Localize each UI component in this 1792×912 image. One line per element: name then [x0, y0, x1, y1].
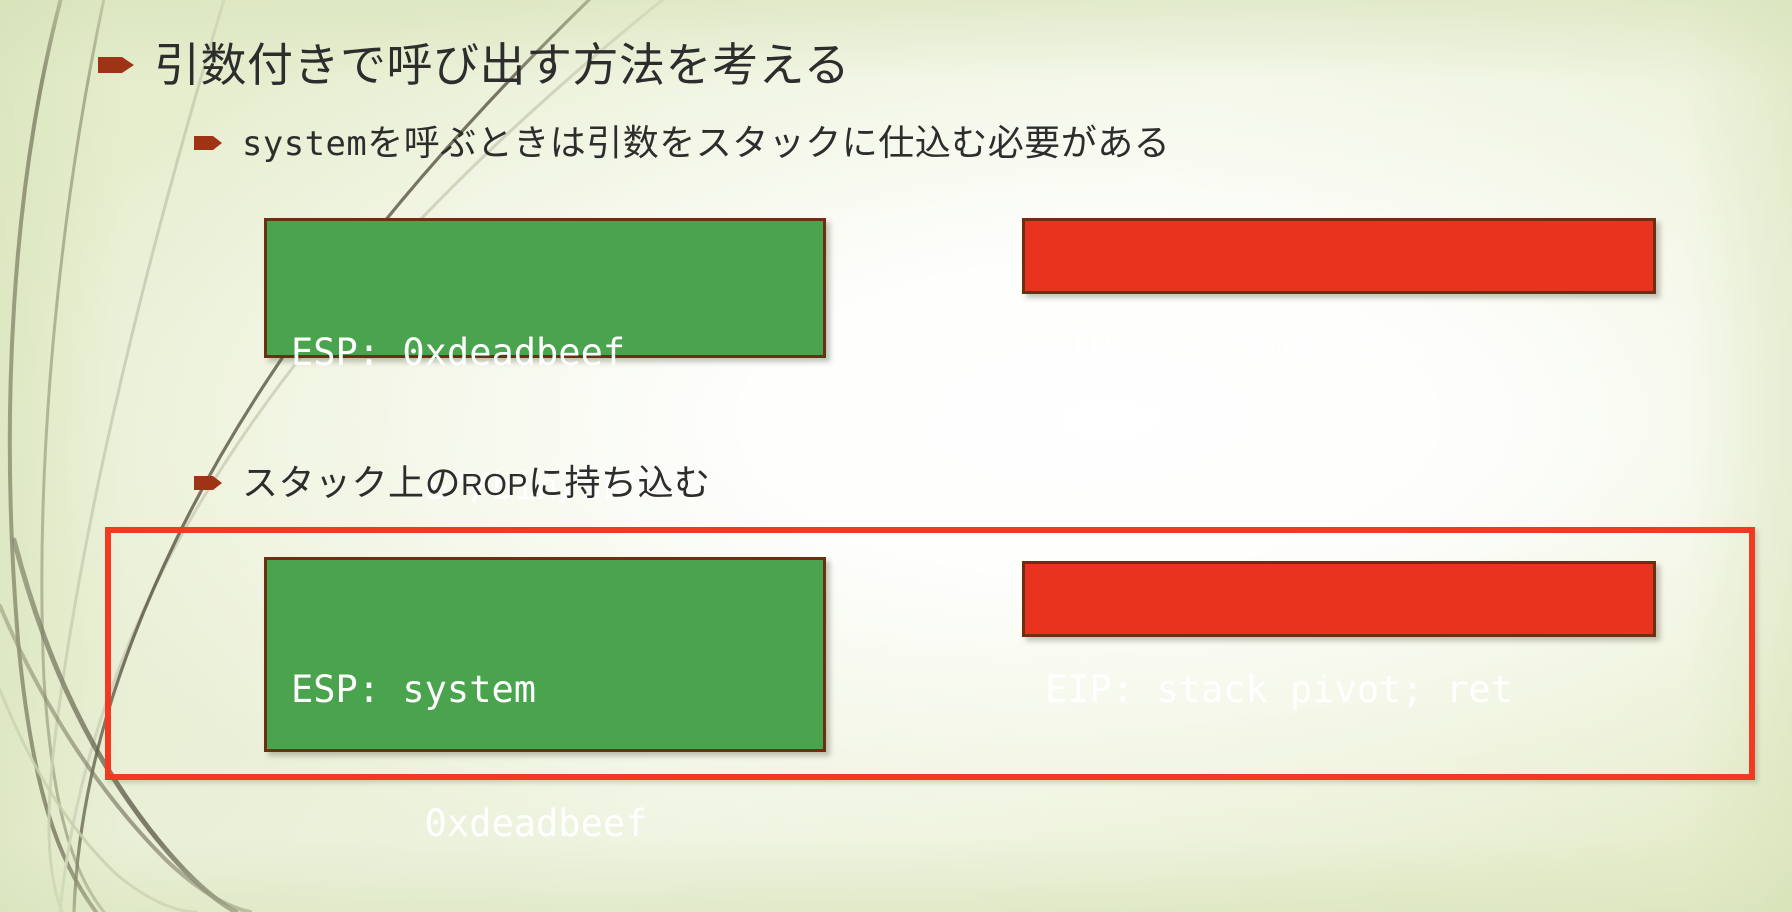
bullet-level2-label-system: systemを呼ぶときは引数をスタックに仕込む必要がある: [242, 125, 1170, 161]
bullet-level2-suffix-system: を呼ぶときは引数をスタックに仕込む必要がある: [367, 122, 1171, 163]
esp-box-top: ESP: 0xdeadbeef &"/bin/sh": [264, 218, 826, 508]
esp-box-top-line-1: ESP: 0xdeadbeef: [291, 331, 626, 374]
eip-box-top: EIP: system@libc: [1022, 218, 1656, 368]
bullet-inline-code-system: system: [242, 124, 368, 163]
esp-box-top-line-2: &"/bin/sh": [291, 465, 648, 509]
esp-box-bottom-line-2: 0xdeadbeef: [291, 802, 648, 846]
esp-box-bottom: ESP: system 0xdeadbeef &"/bin/sh": [264, 557, 826, 845]
eip-box-top-line-1: EIP: system@libc: [1045, 325, 1402, 368]
bullet-level1-row: 引数付きで呼び出す方法を考える: [96, 42, 850, 88]
esp-box-bottom-line-1: ESP: system: [291, 668, 537, 711]
arrow-pentagon-bullet-icon: [98, 57, 134, 73]
arrow-pentagon-bullet-icon: [194, 136, 222, 150]
highlight-outline-rect: [105, 527, 1755, 780]
bullet-level1-label: 引数付きで呼び出す方法を考える: [154, 39, 851, 91]
bullet-level2-label-rop: スタック上のROPに持ち込む: [242, 465, 711, 501]
bullet-level2-row-rop: スタック上のROPに持ち込む: [192, 465, 711, 501]
eip-box-bottom: EIP: stack pivot; ret: [1022, 561, 1656, 711]
eip-box-bottom-line-1: EIP: stack pivot; ret: [1045, 668, 1513, 711]
bullet-inline-code-rop: ROP: [461, 469, 529, 502]
bullet-level2-row-system: systemを呼ぶときは引数をスタックに仕込む必要がある: [192, 125, 1170, 161]
arrow-pentagon-bullet-icon: [194, 476, 222, 491]
bullet-level2-prefix-rop: スタック上の: [242, 462, 462, 503]
bullet-level2-suffix-rop: に持ち込む: [528, 462, 711, 503]
